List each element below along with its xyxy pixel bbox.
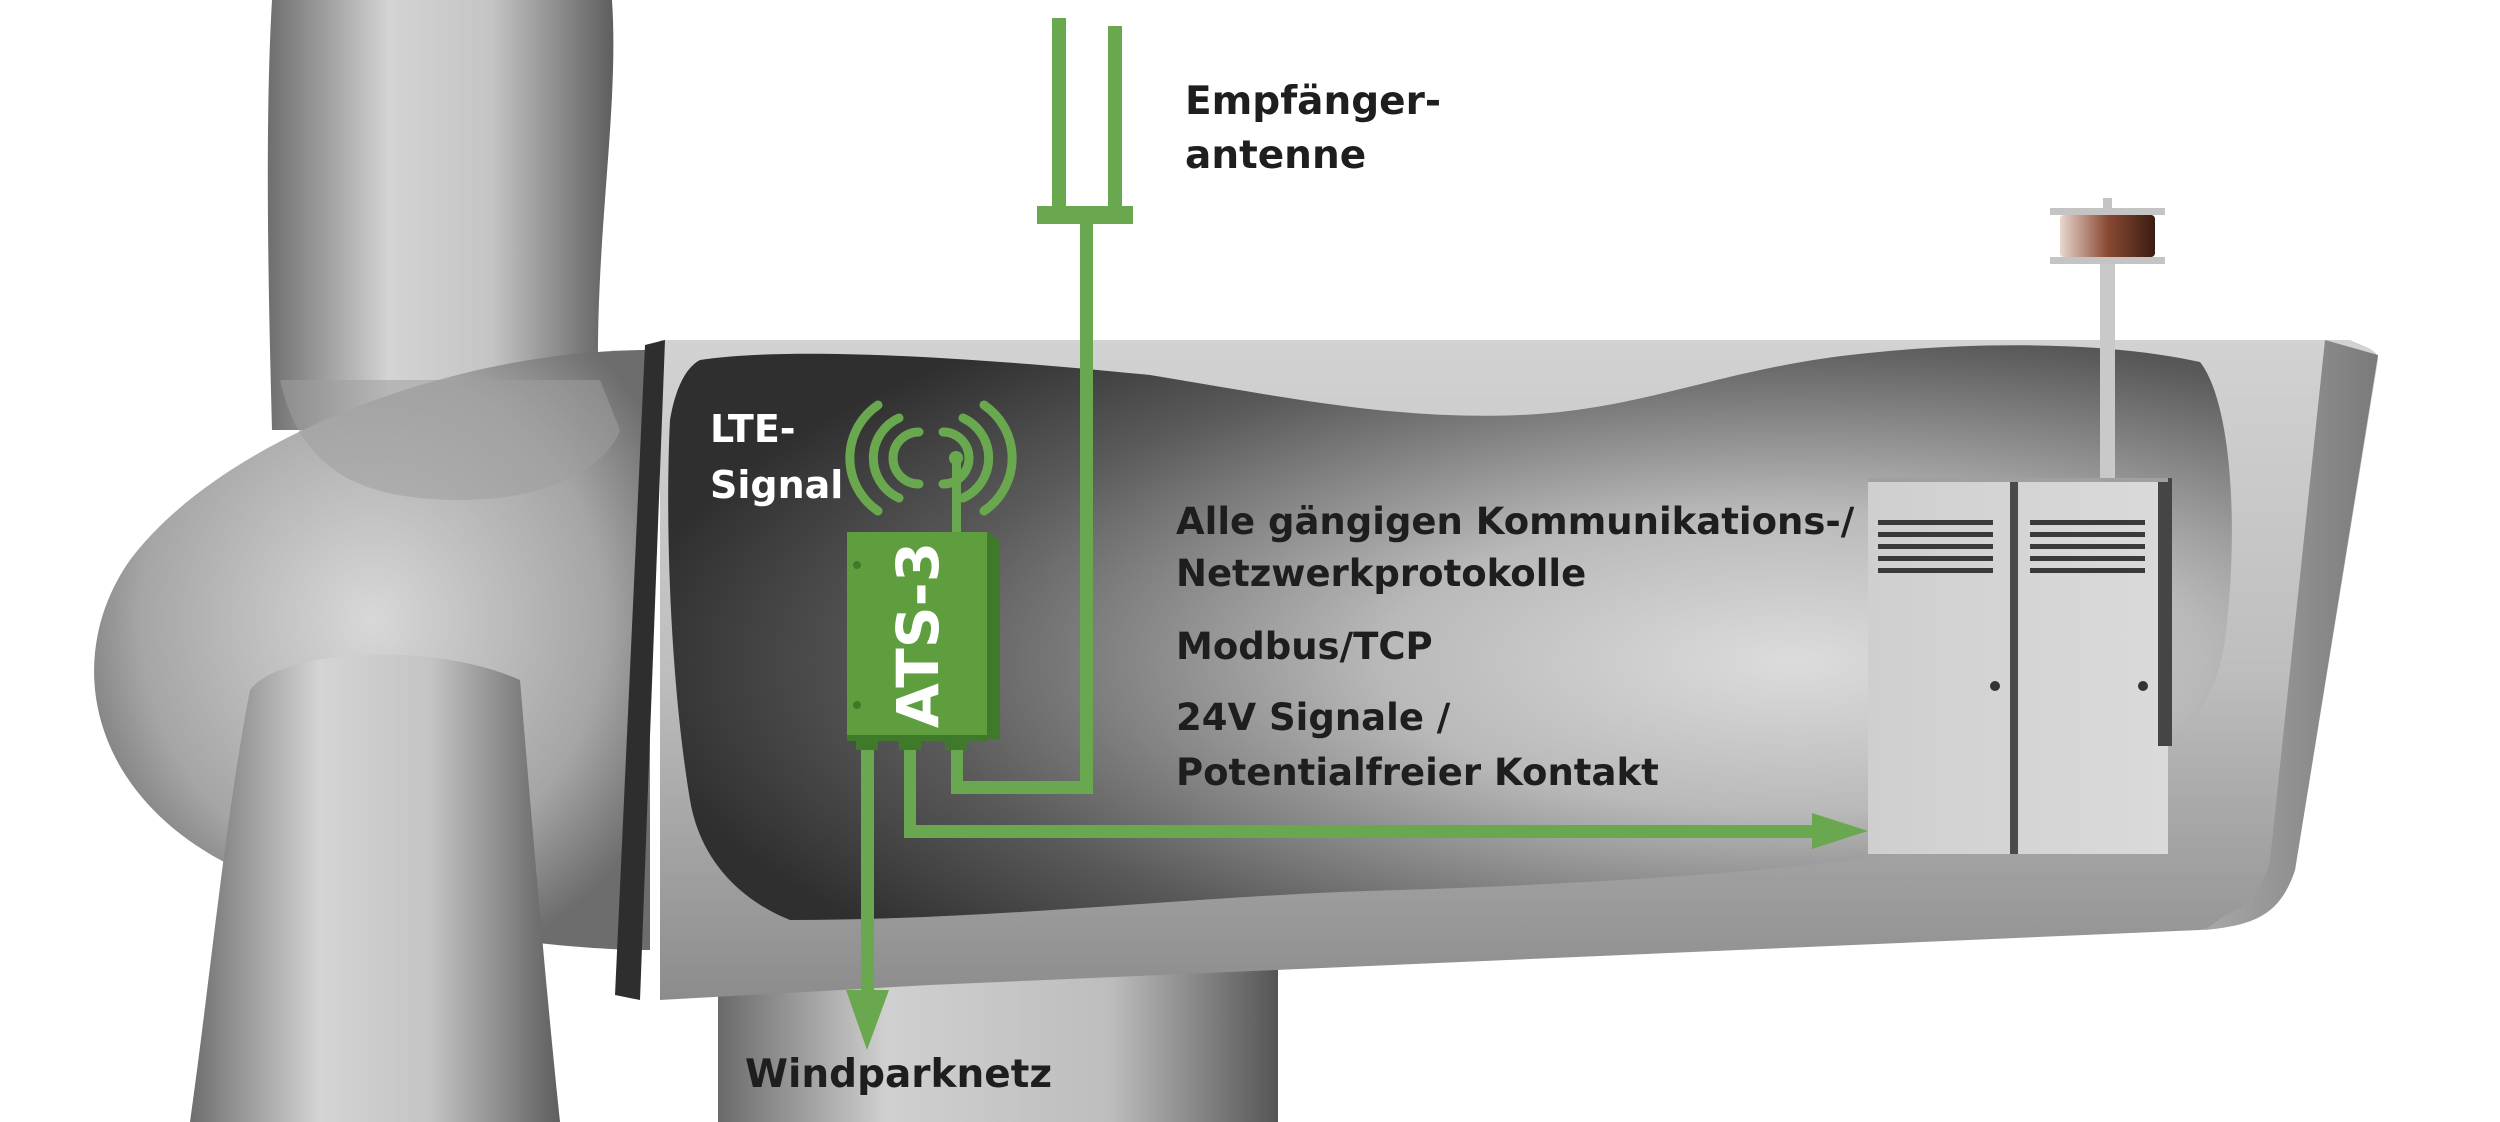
protocols-label-line2: Netzwerkprotokolle (1176, 552, 1586, 595)
nacelle-rear-cap (2205, 340, 2378, 930)
arrow-to-windpark (846, 990, 889, 1050)
receiver-antenna-icon (1037, 18, 1133, 792)
blade-root (280, 380, 620, 500)
wind-sensor (2050, 198, 2165, 478)
receiver-antenna-label-line1: Empfänger- (1185, 79, 1441, 124)
protocols-label-line1: Alle gängigen Kommunikations-/ (1176, 500, 1855, 543)
vent-left (1878, 520, 1993, 573)
svg-text:Empfänger- antenne: Empfänger- antenne (1185, 79, 1455, 178)
lte-signal-label-line2: Signal (710, 463, 843, 507)
arrow-to-cabinet (1812, 813, 1868, 849)
lte-signal-label-line1: LTE- (710, 407, 796, 451)
door-knob-right (2138, 681, 2148, 691)
ats3-device: ATS-3 (847, 532, 1000, 750)
nacelle-front-ring (615, 340, 665, 1000)
receiver-antenna-label-line2: antenne (1185, 133, 1366, 178)
vent-right (2030, 520, 2145, 573)
svg-text:Alle gängigen Kommunikations-/: Alle gängigen Kommunikations-/ Netzwerkp… (1176, 500, 1867, 595)
nacelle-interior-cutaway (668, 345, 2232, 920)
device-label: ATS-3 (884, 542, 952, 728)
signals-label-line1: 24V Signale / (1176, 696, 1451, 739)
svg-text:24V Signale / Potentialfre: 24V Signale / Potentialfreier Kontakt (1176, 696, 1659, 794)
lte-signal-icon (845, 400, 1017, 516)
lte-antenna-stem (952, 458, 961, 538)
control-cabinet (1868, 478, 2172, 854)
rotor-blade-lower (190, 654, 560, 1122)
door-knob-left (1990, 681, 2000, 691)
svg-text:LTE- Signal: LTE- Signal (710, 407, 843, 507)
cables (861, 735, 1824, 995)
rotor-blade-upper (267, 0, 614, 430)
signals-label-line2: Potentialfreier Kontakt (1176, 751, 1659, 794)
modbus-label: Modbus/TCP (1176, 625, 1433, 668)
windpark-label: Windparknetz (745, 1052, 1052, 1097)
